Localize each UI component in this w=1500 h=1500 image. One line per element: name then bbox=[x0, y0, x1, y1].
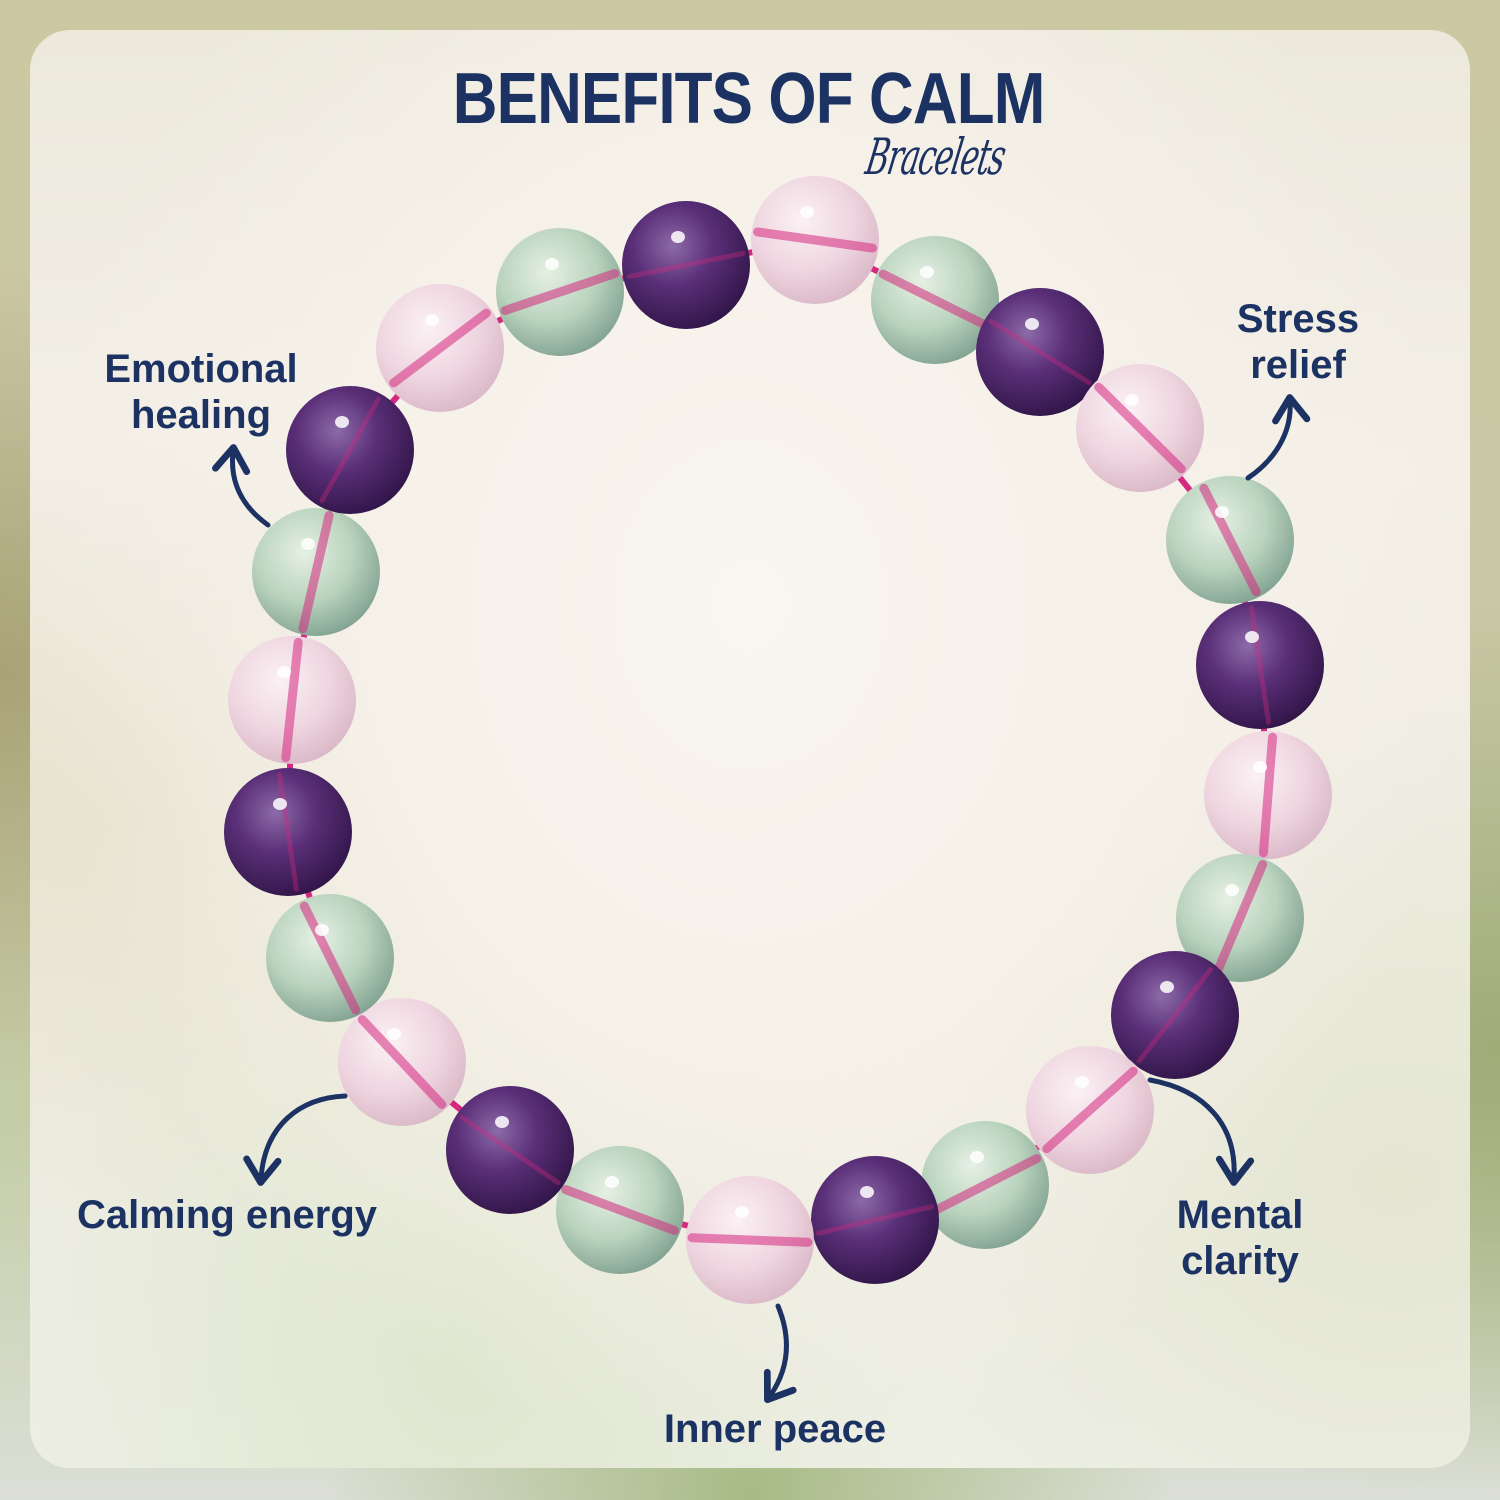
fluorite-bead bbox=[921, 1121, 1049, 1249]
benefit-label-line1: Emotional bbox=[104, 347, 298, 391]
rose-quartz-bead bbox=[1076, 364, 1204, 492]
rose-quartz-bead bbox=[376, 284, 504, 412]
amethyst-bead bbox=[1196, 601, 1324, 729]
rose-quartz-bead bbox=[1026, 1046, 1154, 1174]
arrow-mental-clarity-icon bbox=[1147, 1077, 1255, 1186]
benefit-label-line2: clarity bbox=[1181, 1239, 1299, 1283]
benefit-label-line2: healing bbox=[130, 393, 272, 437]
fluorite-bead bbox=[496, 228, 624, 356]
fluorite-bead bbox=[1176, 854, 1304, 982]
benefit-calming-energy: Calming energy bbox=[62, 1192, 392, 1238]
fluorite-bead bbox=[871, 236, 999, 364]
rose-quartz-bead bbox=[751, 176, 879, 304]
benefit-inner-peace: Inner peace bbox=[650, 1406, 900, 1452]
benefit-mental-clarity: Mental clarity bbox=[1162, 1192, 1318, 1284]
amethyst-bead bbox=[446, 1086, 574, 1214]
fluorite-bead bbox=[252, 508, 380, 636]
arrow-stress-relief-icon bbox=[1245, 394, 1311, 481]
benefit-label-line1: Calming energy bbox=[76, 1193, 378, 1237]
benefit-emotional-healing: Emotional healing bbox=[96, 346, 306, 438]
amethyst-bead bbox=[811, 1156, 939, 1284]
benefit-label-line1: Stress bbox=[1236, 297, 1360, 341]
benefit-label-line2: relief bbox=[1250, 343, 1346, 387]
fluorite-bead bbox=[266, 894, 394, 1022]
amethyst-bead bbox=[622, 201, 750, 329]
arrow-inner-peace-icon bbox=[763, 1303, 797, 1404]
fluorite-bead bbox=[556, 1146, 684, 1274]
amethyst-bead bbox=[224, 768, 352, 896]
rose-quartz-bead bbox=[228, 636, 356, 764]
arrow-calming-energy-icon bbox=[243, 1093, 348, 1186]
benefit-label-line1: Inner peace bbox=[663, 1407, 887, 1451]
bead-ring bbox=[224, 176, 1332, 1304]
rose-quartz-bead bbox=[338, 998, 466, 1126]
amethyst-bead bbox=[976, 288, 1104, 416]
benefit-label-line1: Mental bbox=[1176, 1193, 1304, 1237]
fluorite-bead bbox=[1166, 476, 1294, 604]
amethyst-bead bbox=[286, 386, 414, 514]
arrow-emotional-healing-icon bbox=[212, 444, 271, 528]
page-title: BENEFITS OF CALM bbox=[452, 59, 1046, 139]
rose-quartz-bead bbox=[686, 1176, 814, 1304]
benefit-stress-relief: Stress relief bbox=[1228, 296, 1368, 388]
rose-quartz-bead bbox=[1204, 731, 1332, 859]
amethyst-bead bbox=[1111, 951, 1239, 1079]
